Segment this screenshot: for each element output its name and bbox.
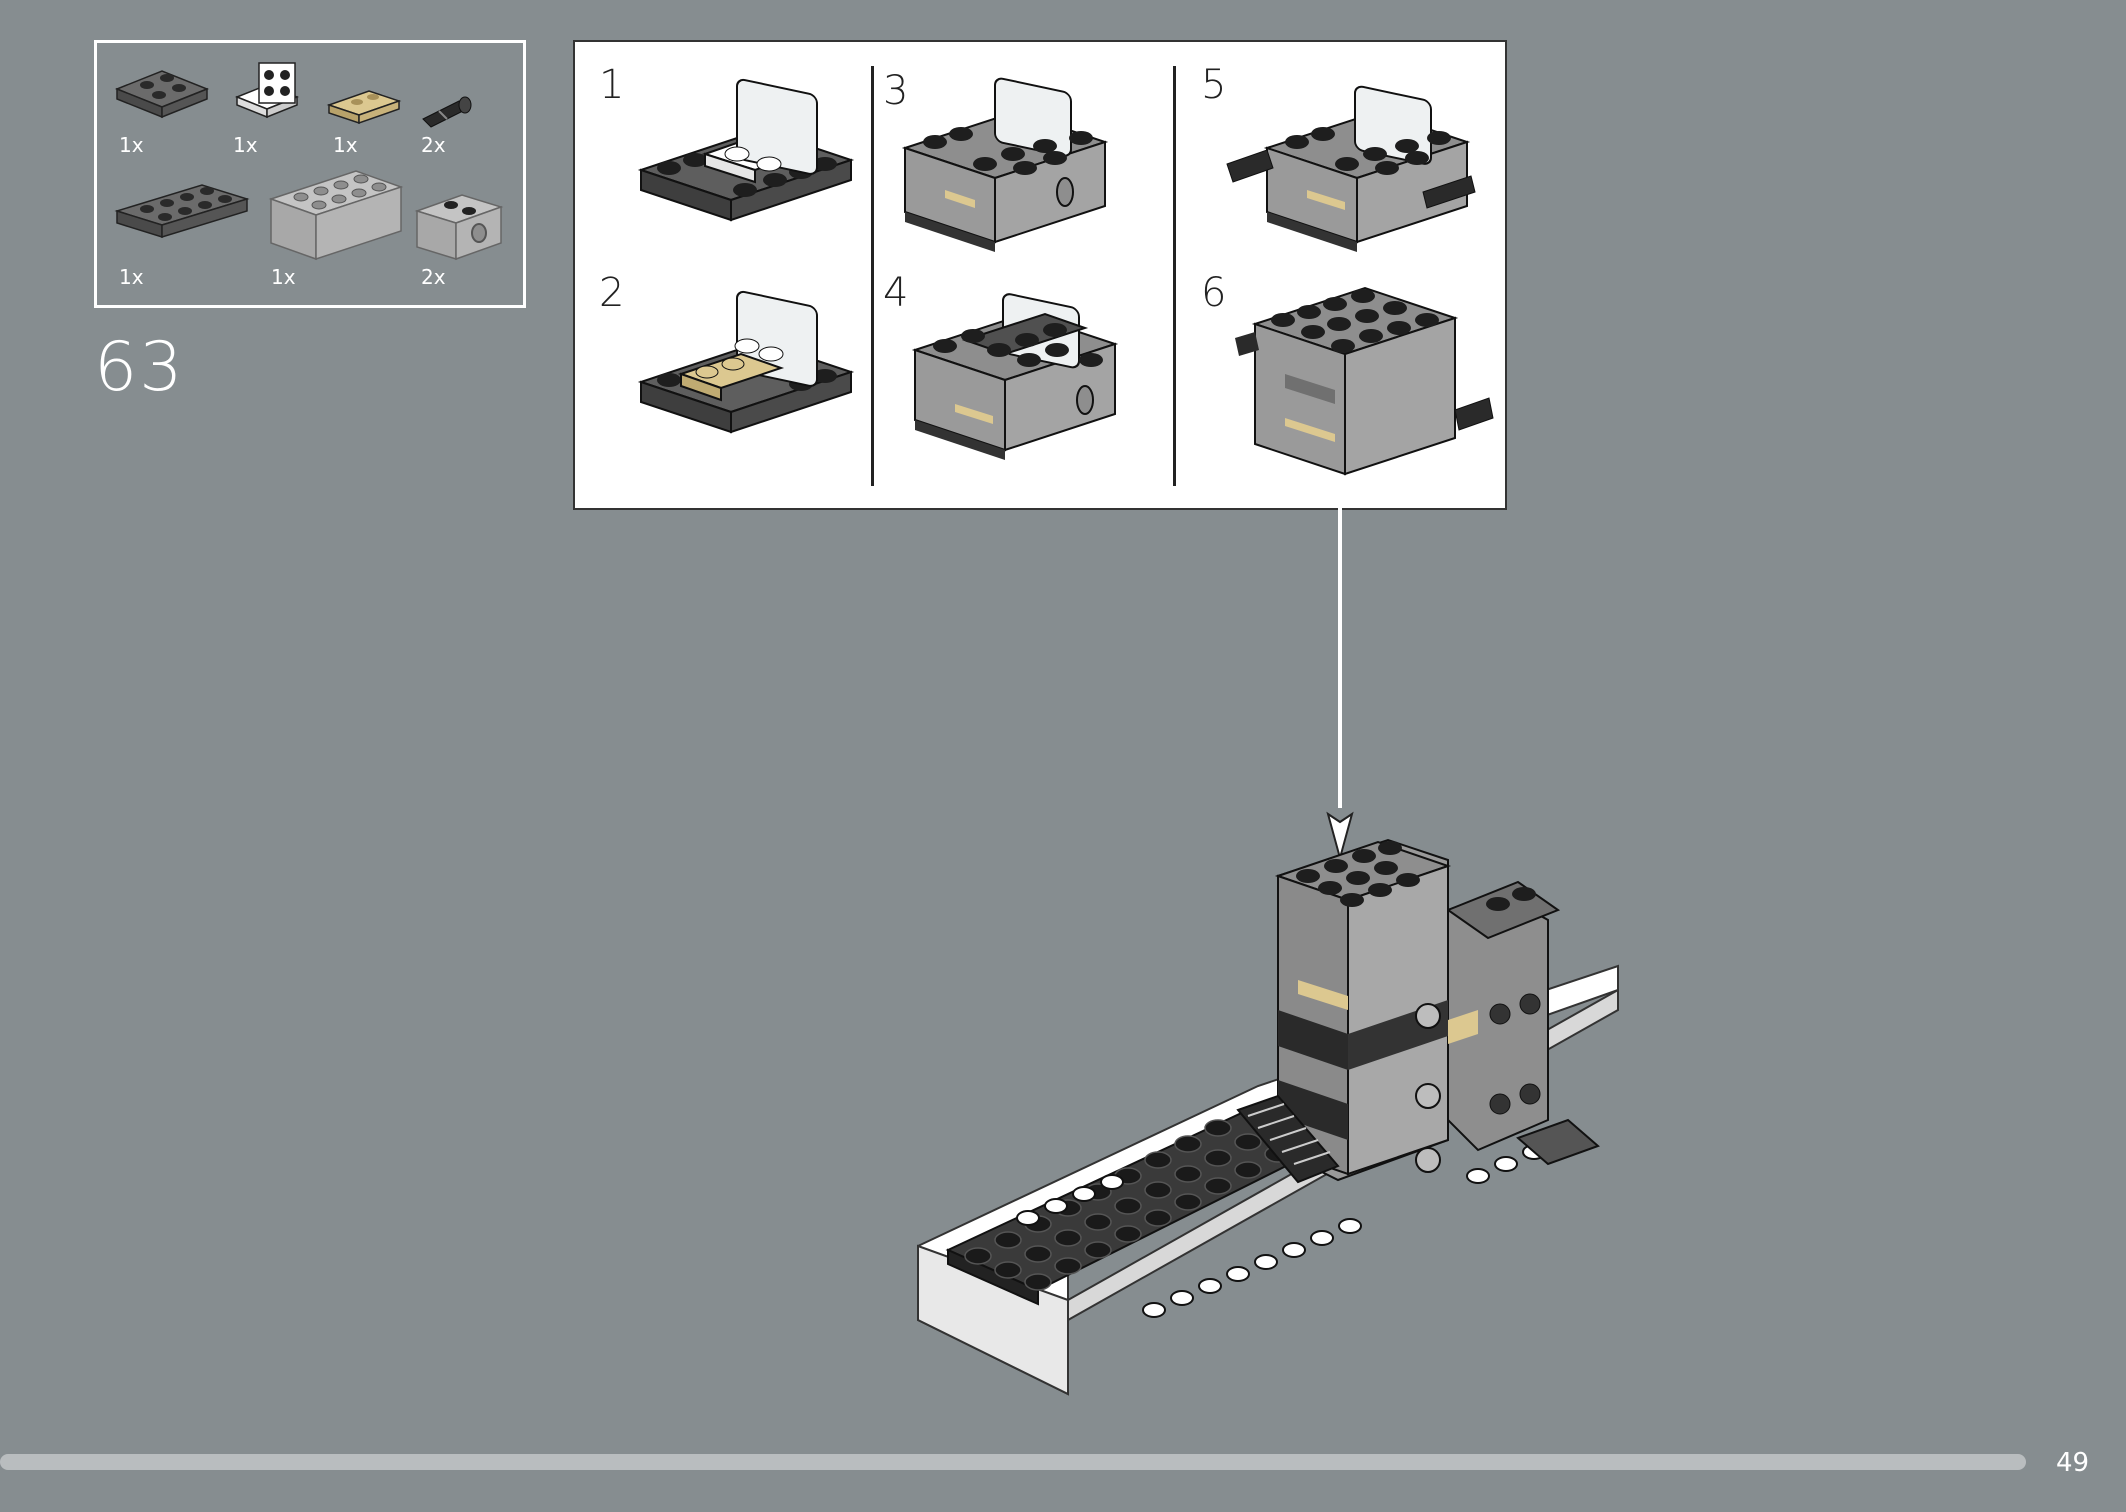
part-quantity: 2x — [421, 133, 446, 157]
substeps-callout: 1 2 3 4 5 6 — [573, 40, 1507, 510]
part-quantity: 1x — [233, 133, 258, 157]
bracket-white-icon — [234, 62, 300, 119]
part-quantity: 2x — [421, 265, 446, 289]
substep-label: 6 — [1201, 270, 1227, 316]
plate-2x4-dark-gray-icon — [114, 184, 250, 239]
substep-6-model-icon — [1235, 286, 1494, 476]
page-number: 49 — [2056, 1448, 2090, 1478]
part-quantity: 1x — [119, 133, 144, 157]
technic-brick-light-gray-icon — [414, 194, 504, 261]
pin-black-icon — [422, 96, 472, 128]
plate-2x2-dark-gray-icon — [114, 70, 210, 119]
part-quantity: 1x — [119, 265, 144, 289]
substep-3-model-icon — [901, 77, 1109, 252]
substep-label: 1 — [599, 62, 625, 108]
brick-2x4-light-gray-icon — [268, 170, 404, 261]
substep-label: 5 — [1201, 62, 1227, 108]
substep-4-model-icon — [911, 293, 1119, 460]
substeps-divider — [1173, 66, 1176, 486]
substep-label: 4 — [883, 270, 909, 316]
page-progress-bar — [0, 1454, 2026, 1470]
substep-1-model-icon — [637, 78, 855, 222]
tile-1x2-tan-icon — [326, 90, 402, 125]
arrow-down-icon — [1326, 811, 1354, 862]
step-number: 63 — [94, 328, 185, 407]
substep-label: 3 — [883, 68, 909, 114]
substep-5-model-icon — [1226, 85, 1476, 252]
substep-label: 2 — [599, 270, 625, 316]
substeps-divider — [871, 66, 874, 486]
substep-2-model-icon — [637, 290, 855, 434]
parts-list-box: 1x 1x 1x 2x 1x 1x 2x — [94, 40, 526, 308]
main-model-illustration — [917, 838, 1619, 1396]
part-quantity: 1x — [271, 265, 296, 289]
callout-arrow-line — [1338, 508, 1342, 808]
part-quantity: 1x — [333, 133, 358, 157]
